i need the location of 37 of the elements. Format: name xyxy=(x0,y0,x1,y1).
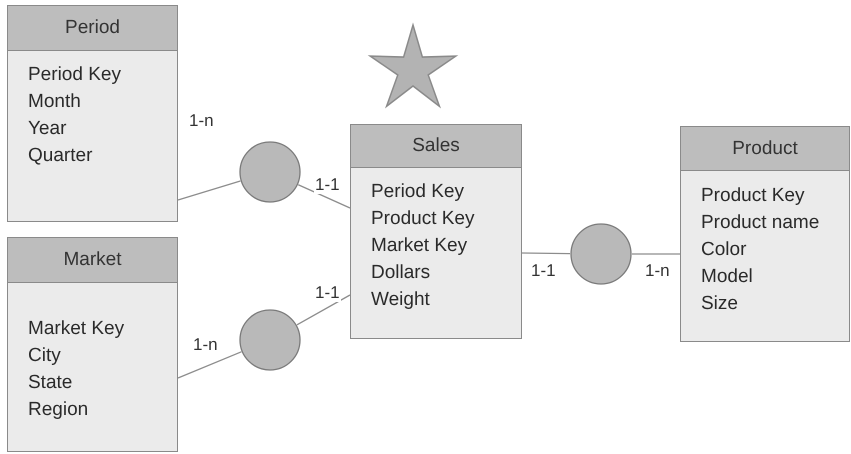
connector-line xyxy=(178,351,242,379)
cardinality-label: 1-1 xyxy=(314,284,341,302)
attribute-name: Weight xyxy=(371,288,431,312)
connector-line xyxy=(522,252,570,254)
attribute-name: Month xyxy=(28,90,82,114)
cardinality-label: 1-1 xyxy=(314,176,341,194)
attribute-name: Period Key xyxy=(28,63,121,87)
attribute-name: Product name xyxy=(701,211,820,235)
table-name: Sales xyxy=(351,125,521,168)
connector-line xyxy=(632,253,680,255)
attribute-name: Color xyxy=(701,238,748,262)
attribute-name: Size xyxy=(701,292,739,316)
connector-line xyxy=(296,294,350,326)
attribute-name: Region xyxy=(28,398,90,422)
relationship-circle xyxy=(570,223,632,285)
attribute-name: Market Key xyxy=(28,317,124,341)
connector-line xyxy=(298,184,350,209)
attribute-name: State xyxy=(28,371,74,395)
attribute-name: Period Key xyxy=(371,180,465,204)
connector-line xyxy=(178,180,241,201)
attribute-name: Dollars xyxy=(371,261,432,285)
attribute-name: Product Key xyxy=(371,207,474,231)
table-box xyxy=(7,237,178,452)
table-box xyxy=(350,124,522,339)
relationship-circle xyxy=(239,141,301,203)
attribute-name: Quarter xyxy=(28,144,94,168)
attribute-name: Model xyxy=(701,265,754,289)
attribute-name: City xyxy=(28,344,62,368)
attribute-name: Year xyxy=(28,117,68,141)
table-name: Market xyxy=(8,238,177,283)
table-name: Product xyxy=(681,127,849,171)
attribute-name: Market Key xyxy=(371,234,468,258)
table-box xyxy=(7,5,178,222)
relationship-circle xyxy=(239,309,301,371)
table-name: Period xyxy=(8,6,177,51)
attribute-name: Product Key xyxy=(701,184,806,208)
table-box xyxy=(680,126,850,342)
